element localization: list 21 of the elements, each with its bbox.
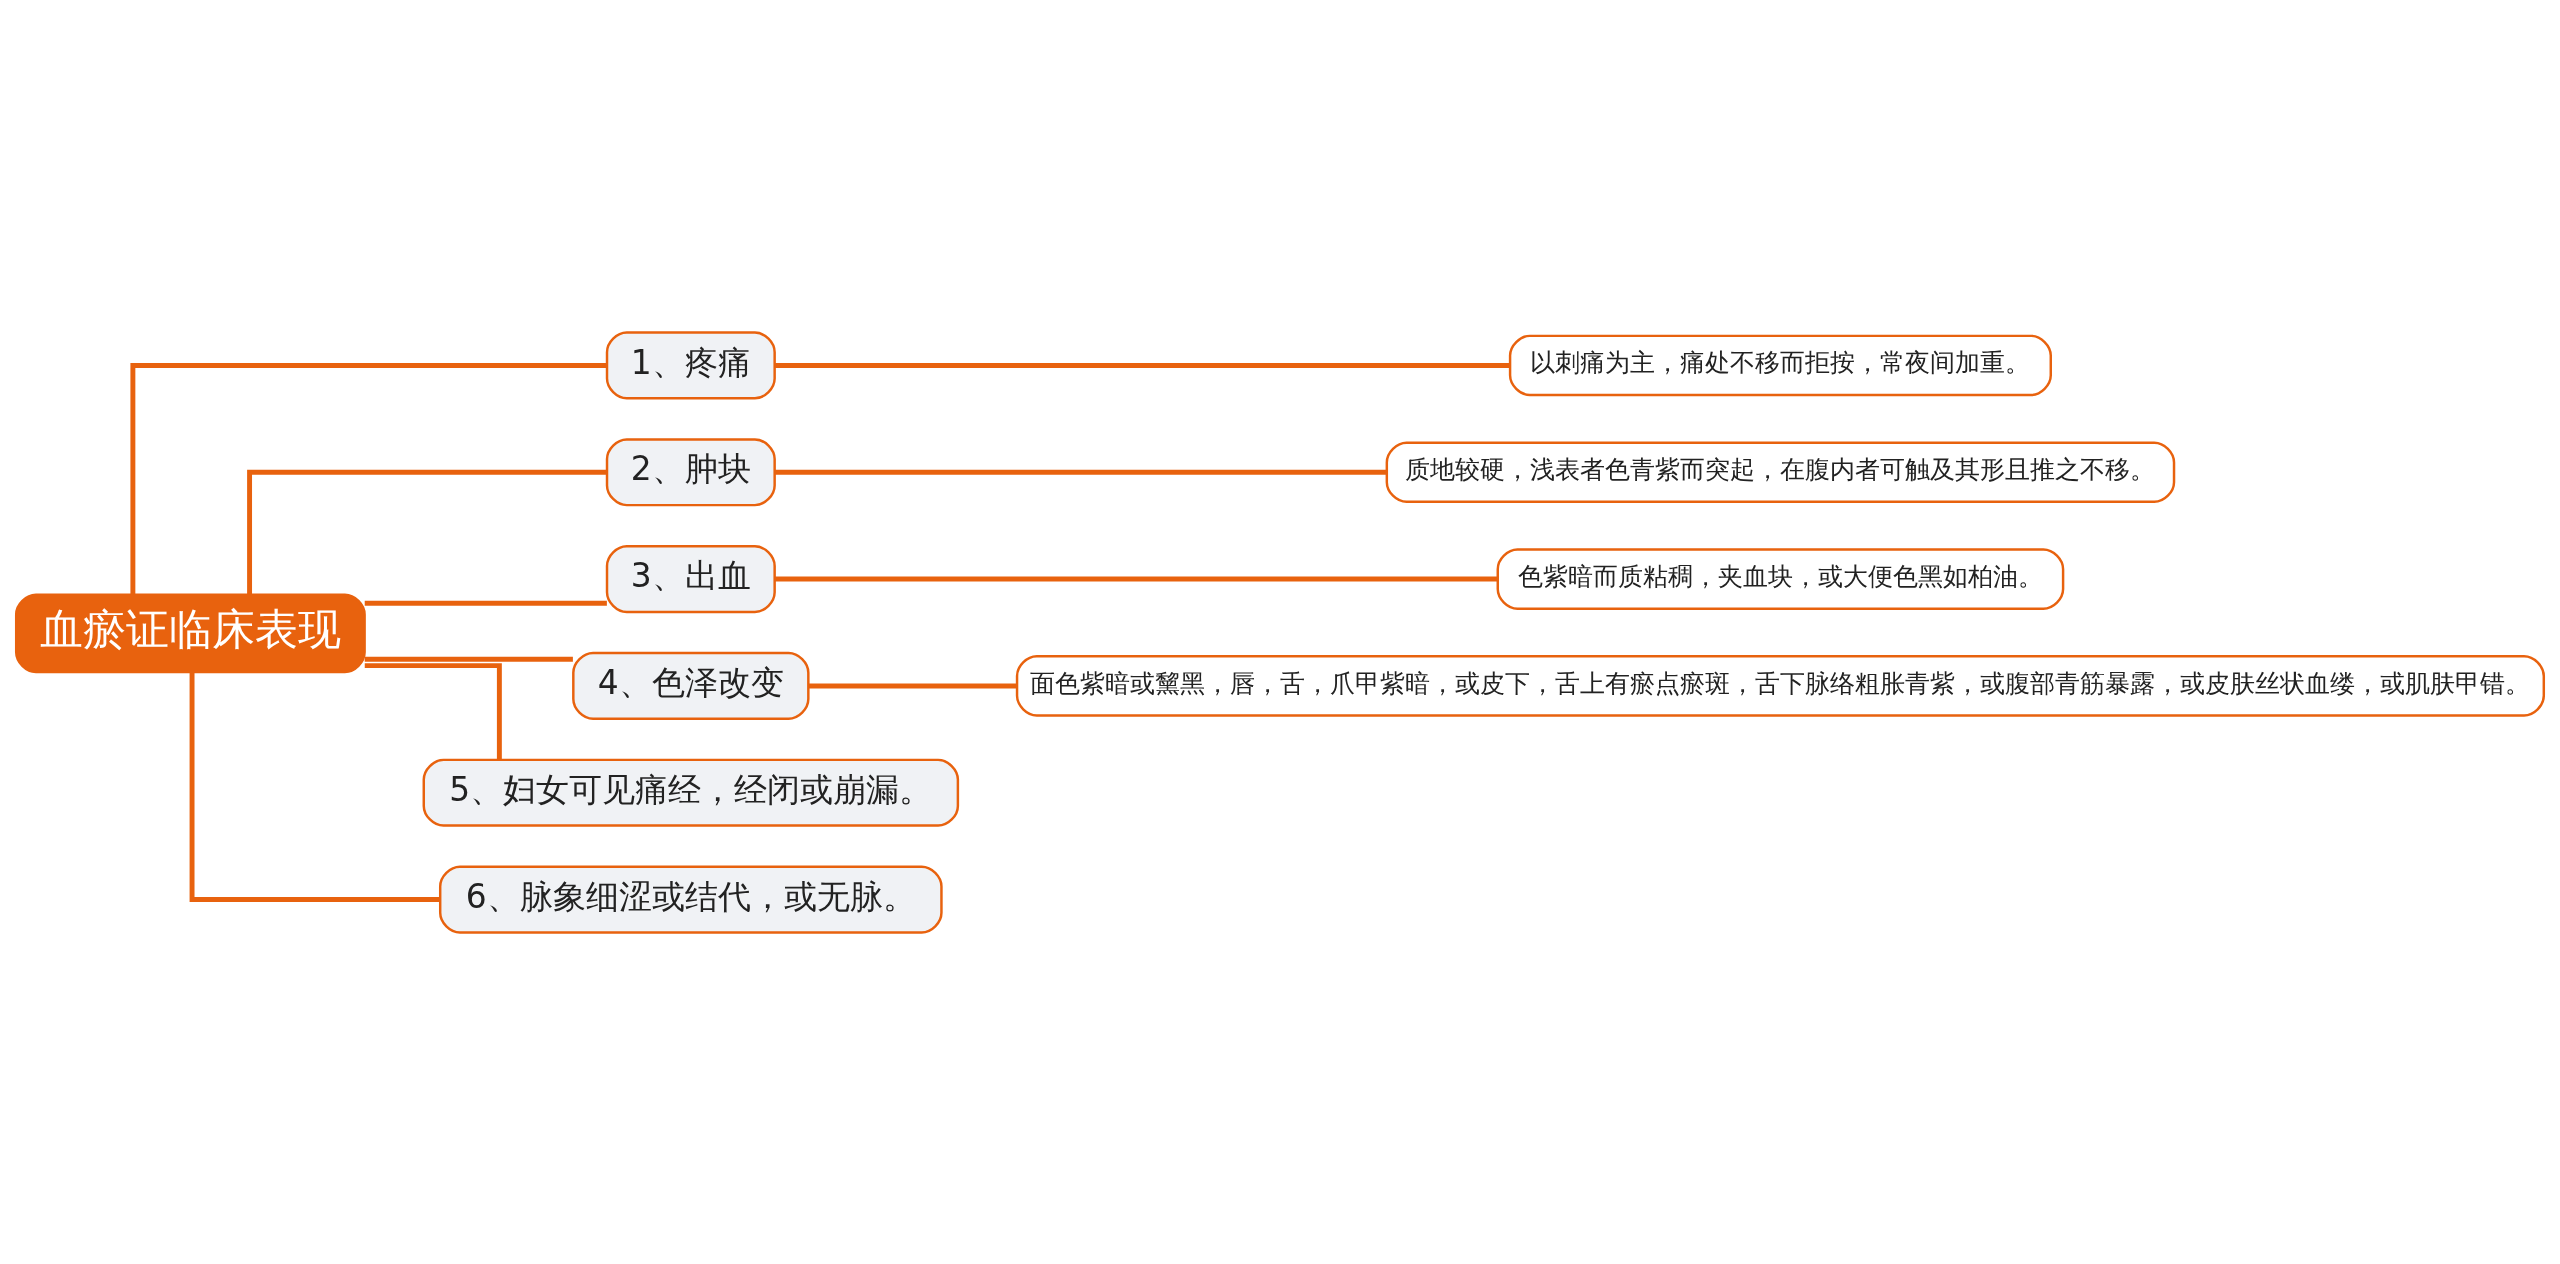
node-box: 以刺痛为主，痛处不移而拒按，常夜间加重。 — [1508, 334, 2052, 396]
connector — [774, 362, 1510, 368]
connector — [247, 469, 607, 594]
node-box: 5、妇女可见痛经，经闭或崩漏。 — [422, 758, 960, 827]
connector — [364, 656, 573, 662]
connector — [364, 600, 607, 606]
node-box: 2、肿块 — [605, 437, 776, 506]
node-box: 质地较硬，浅表者色青紫而突起，在腹内者可触及其形且推之不移。 — [1385, 440, 2176, 503]
node-box: 色紫暗而质粘稠，夹血块，或大便色黑如柏油。 — [1496, 547, 2065, 610]
node-box: 6、脉象细涩或结代，或无脉。 — [438, 864, 943, 934]
connector — [130, 362, 607, 594]
node-box: 面色紫暗或黧黑，唇，舌，爪甲紫暗，或皮下，舌上有瘀点瘀斑，舌下脉络粗胀青紫，或腹部青筋暴露，或皮肤丝状血缕，或肌肤甲错。 — [1015, 654, 2546, 717]
connector — [774, 576, 1498, 582]
node-box: 血瘀证临床表现 — [14, 592, 366, 673]
connector — [364, 662, 502, 759]
connector — [808, 682, 1017, 688]
node-box: 4、色泽改变 — [572, 651, 810, 720]
node-box: 1、疼痛 — [605, 330, 776, 400]
connector — [189, 671, 440, 902]
connector — [774, 469, 1387, 475]
node-box: 3、出血 — [605, 544, 776, 613]
